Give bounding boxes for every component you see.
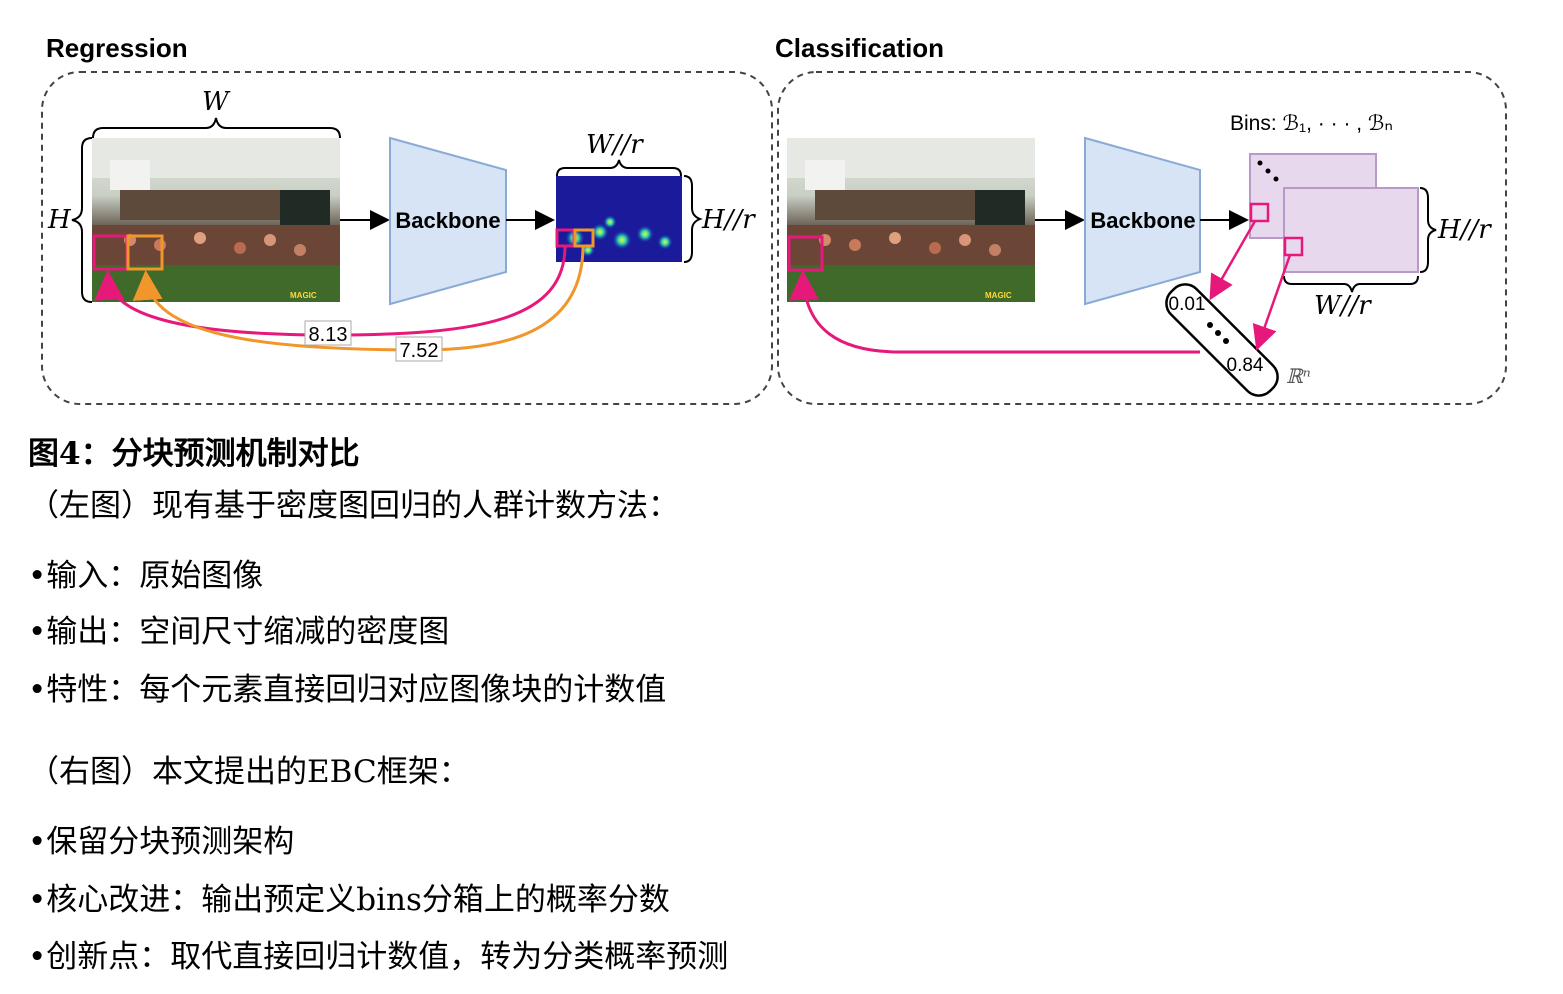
- prob-first-label: 0.01: [1169, 294, 1206, 315]
- caption-left-item: •输出：空间尺寸缩减的密度图: [28, 614, 450, 650]
- probability-vector: [1165, 283, 1279, 397]
- height-brace: [71, 137, 93, 303]
- backbone-regression: [389, 136, 507, 306]
- density-width-label: W//r: [586, 130, 644, 160]
- backbone-classification: [1084, 136, 1201, 306]
- arrow-front-cell-to-vector: [1209, 220, 1257, 301]
- classification-panel-border: [777, 71, 1507, 405]
- density-map: [556, 176, 682, 262]
- caption-left-intro: （左图）现有基于密度图回归的人群计数方法：: [28, 488, 679, 524]
- arrow-back-cell-to-vector: [1252, 254, 1292, 351]
- regression-height-label: H: [47, 205, 72, 235]
- method-figure: Regression W H MAGIC Backbone: [41, 33, 1507, 405]
- prob-last-label: 0.84: [1227, 355, 1264, 376]
- bins-width-brace: [1283, 275, 1419, 293]
- bin-map-back: [1283, 187, 1419, 273]
- regression-title: Regression: [46, 33, 188, 63]
- backbone-classification-label: Backbone: [1090, 208, 1195, 233]
- caption-left-item: •特性：每个元素直接回归对应图像块的计数值: [28, 672, 667, 708]
- bins-height-brace: [1419, 187, 1437, 273]
- patch-box-orange: [126, 234, 164, 271]
- bins-height-label: H//r: [1437, 215, 1492, 245]
- classification-title: Classification: [775, 33, 944, 63]
- value-pink-label: 8.13: [309, 324, 348, 346]
- classification-panel: Classification MAGIC Backbone Bins: ℬ₁, …: [775, 33, 1507, 405]
- caption-right-item: •核心改进：输出预定义bins分箱上的概率分数: [28, 882, 670, 918]
- regression-panel-border: [41, 71, 773, 405]
- crowd-image-classification: MAGIC: [787, 138, 1035, 302]
- value-orange-label: 7.52: [400, 340, 439, 362]
- bin-cell-pink-front: [1249, 202, 1270, 223]
- crowd-watermark-2: MAGIC: [985, 291, 1012, 300]
- crowd-watermark: MAGIC: [290, 291, 317, 300]
- caption-title: 图4：分块预测机制对比: [28, 436, 360, 472]
- crowd-image-regression: MAGIC: [92, 138, 340, 302]
- regression-panel: Regression W H MAGIC Backbone: [41, 33, 773, 405]
- regression-width-label: W: [202, 87, 231, 117]
- caption-right-item: •创新点：取代直接回归计数值，转为分类概率预测: [28, 939, 729, 975]
- bins-label: Bins: ℬ₁, · · · , ℬₙ: [1230, 112, 1393, 135]
- caption-right-item: •保留分块预测架构: [28, 824, 295, 860]
- space-label: ℝⁿ: [1286, 364, 1311, 388]
- caption-right-intro: （右图）本文提出的EBC框架：: [28, 754, 470, 790]
- backbone-regression-label: Backbone: [395, 208, 500, 233]
- density-height-brace: [683, 175, 703, 263]
- width-brace: [92, 117, 341, 139]
- patch-box-pink-cls: [787, 235, 824, 272]
- density-height-label: H//r: [701, 205, 756, 235]
- bin-cell-pink-back: [1283, 236, 1304, 257]
- pink-feedback-arrow-cls: [788, 270, 1200, 354]
- bins-width-label: W//r: [1314, 291, 1372, 321]
- density-width-brace: [556, 159, 682, 177]
- caption-left-item: •输入：原始图像: [28, 558, 264, 594]
